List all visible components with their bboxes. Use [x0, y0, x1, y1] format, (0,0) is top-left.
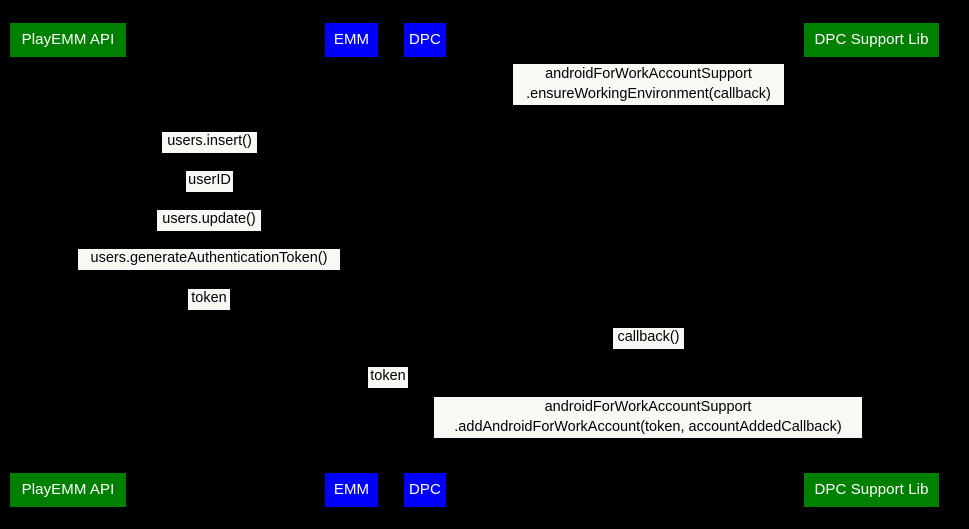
message-label-users-insert: users.insert()	[162, 132, 257, 153]
message-text-line: .addAndroidForWorkAccount(token, account…	[454, 418, 842, 435]
participant-label: DPC	[409, 30, 441, 48]
message-label-add-android-for-work-account: androidForWorkAccountSupport .addAndroidF…	[434, 397, 862, 438]
message-text-line: users.generateAuthenticationToken()	[90, 250, 328, 266]
participant-label: PlayEMM API	[21, 480, 115, 498]
participant-label: DPC Support Lib	[814, 30, 929, 48]
message-text-line: androidForWorkAccountSupport	[545, 66, 752, 82]
message-text-line: callback()	[617, 329, 680, 345]
message-text-line: userID	[188, 172, 231, 188]
participant-emm-participants_bottom[interactable]: EMM	[325, 473, 378, 507]
participant-playemm-api-participants_top[interactable]: PlayEMM API	[10, 23, 126, 57]
message-text-line: users.insert()	[167, 133, 252, 149]
participant-label: EMM	[333, 30, 370, 48]
message-label-users-update: users.update()	[157, 210, 261, 231]
participant-label: PlayEMM API	[21, 30, 115, 48]
participant-label: DPC	[409, 480, 441, 498]
message-label-user-id: userID	[186, 171, 233, 192]
participant-emm-participants_top[interactable]: EMM	[325, 23, 378, 57]
participant-dpc-participants_bottom[interactable]: DPC	[404, 473, 446, 507]
message-label-users-generate-authentication-token: users.generateAuthenticationToken()	[78, 249, 340, 270]
message-text-line: .ensureWorkingEnvironment(callback)	[526, 85, 771, 102]
participant-playemm-api-participants_bottom[interactable]: PlayEMM API	[10, 473, 126, 507]
message-label-token-1: token	[188, 289, 230, 310]
message-label-token-2: token	[368, 367, 408, 388]
message-label-callback: callback()	[613, 328, 684, 349]
participant-dpc-support-lib-participants_top[interactable]: DPC Support Lib	[804, 23, 939, 57]
participant-label: DPC Support Lib	[814, 480, 929, 498]
participant-dpc-support-lib-participants_bottom[interactable]: DPC Support Lib	[804, 473, 939, 507]
message-text-line: token	[191, 290, 227, 306]
message-text-line: users.update()	[162, 211, 256, 227]
message-text-line: androidForWorkAccountSupport	[544, 399, 752, 415]
message-label-ensure-working-environment: androidForWorkAccountSupport .ensureWorki…	[513, 64, 784, 105]
message-text-line: token	[370, 368, 406, 384]
participant-label: EMM	[333, 480, 370, 498]
participant-dpc-participants_top[interactable]: DPC	[404, 23, 446, 57]
